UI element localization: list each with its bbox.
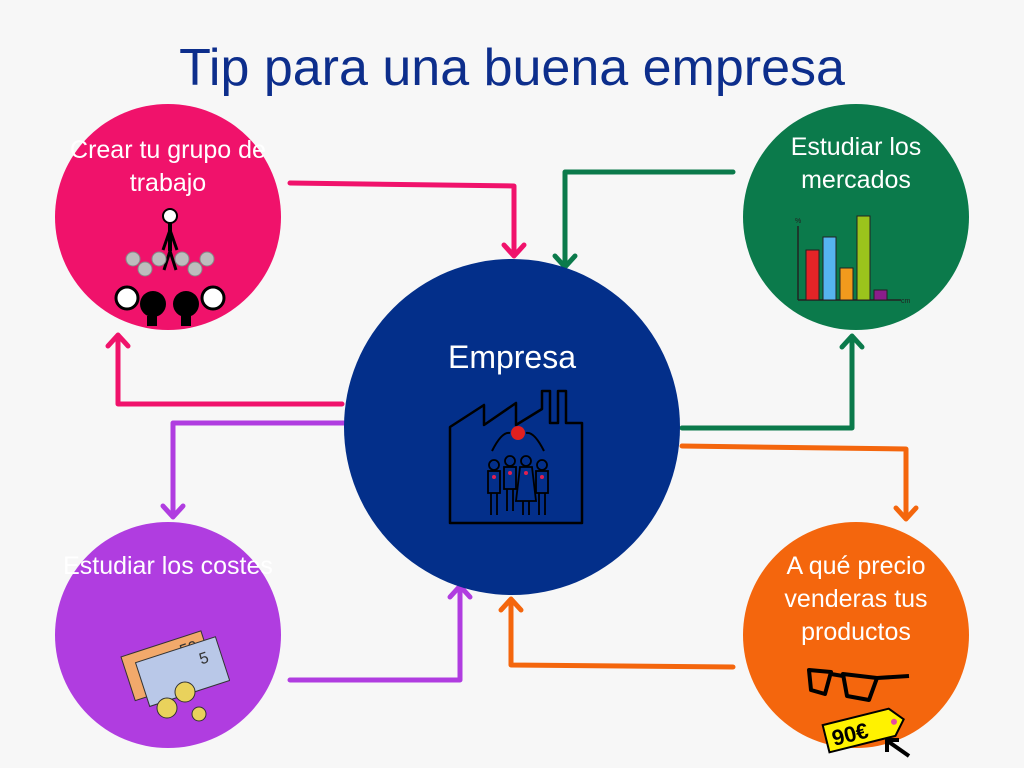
arrow-center-to-group bbox=[105, 332, 345, 407]
node-costs: Estudiar los costes 50 5 bbox=[55, 522, 281, 748]
arrow-markets-to-center bbox=[552, 169, 736, 270]
node-company: Empresa bbox=[344, 259, 680, 595]
node-markets: Estudiar los mercados % cm bbox=[743, 104, 969, 330]
factory-workers-icon bbox=[448, 389, 584, 525]
team-leader-icon bbox=[114, 208, 226, 326]
chart-x-axis-unit: cm bbox=[901, 298, 911, 305]
arrow-price-to-center bbox=[498, 596, 736, 670]
node-price-label: A qué precio venderas tus productos bbox=[784, 552, 928, 646]
sunglasses-price-tag-icon: 90€ bbox=[807, 668, 911, 758]
node-company-label: Empresa bbox=[447, 339, 577, 375]
arrow-group-to-center bbox=[287, 180, 527, 259]
node-markets-label: Estudiar los mercados bbox=[790, 133, 922, 194]
node-work-group-label: Crear tu grupo de trabajo bbox=[70, 136, 266, 197]
arrow-center-to-price bbox=[679, 443, 919, 522]
euro-money-icon: 50 5 bbox=[120, 630, 230, 722]
node-work-group: Crear tu grupo de trabajo bbox=[55, 104, 281, 330]
node-price: A qué precio venderas tus productos 90€ bbox=[743, 522, 969, 758]
arrow-center-to-markets bbox=[679, 333, 865, 431]
arrow-costs-to-center bbox=[287, 583, 473, 683]
page-title: Tip para una buena empresa bbox=[179, 39, 845, 97]
chart-y-axis-unit: % bbox=[795, 218, 801, 225]
node-costs-label: Estudiar los costes bbox=[63, 552, 273, 580]
arrow-center-to-costs bbox=[160, 420, 347, 520]
bar-chart-icon: % cm bbox=[795, 215, 911, 305]
